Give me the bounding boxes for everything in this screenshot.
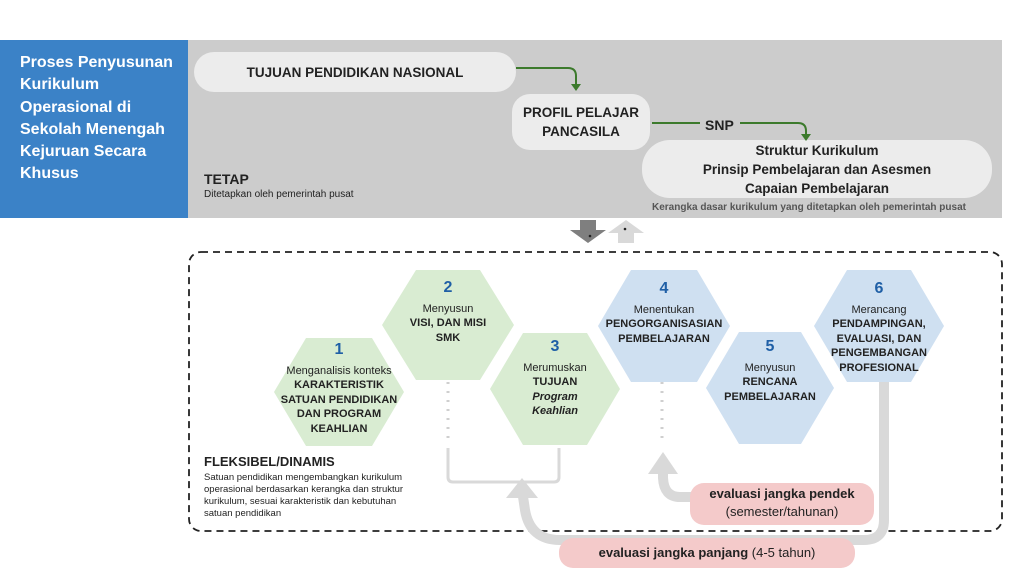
pill-profil-pelajar: PROFIL PELAJAR PANCASILA — [512, 94, 650, 150]
hexagon-step-3 — [490, 333, 620, 445]
flexible-border — [188, 251, 1003, 532]
dot-down — [588, 234, 592, 238]
step-2-line1: Menyusun — [422, 302, 474, 315]
eval-long-title: evaluasi jangka panjang — [598, 545, 749, 560]
hexagon-step-1 — [274, 338, 404, 446]
step-1-line4: DAN PROGRAM — [296, 408, 382, 420]
step-6-line5: PROFESIONAL — [839, 361, 919, 374]
hexagon-step-5 — [706, 332, 834, 444]
eval-short-sub: (semester/tahunan) — [725, 504, 839, 519]
tetap-title: TETAP — [204, 171, 249, 187]
step-3-number: 3 — [550, 338, 560, 355]
arrow-snp-head — [801, 134, 811, 141]
flexible-title: FLEKSIBEL/DINAMIS — [204, 454, 335, 469]
step-6-number: 6 — [874, 280, 884, 297]
step-6-line3: EVALUASI, DAN — [836, 332, 922, 345]
feedback-short-path — [658, 470, 700, 502]
step-1-line5: KEAHLIAN — [310, 422, 368, 435]
step-1-text: 1 Menganalisis konteks KARAKTERISTIK SAT… — [274, 341, 404, 436]
hexagon-step-4 — [598, 270, 730, 382]
eval-long-term: evaluasi jangka panjang (4-5 tahun) — [559, 538, 855, 568]
step-4-line2: PENGORGANISASIAN — [605, 318, 723, 330]
step-4-line3: PEMBELAJARAN — [618, 332, 710, 345]
flexible-desc-line4: satuan pendidikan — [204, 508, 282, 519]
step-2-line2: VISI, DAN MISI — [409, 317, 487, 329]
arrow-up-flexible — [608, 220, 644, 243]
kerangka-caption: Kerangka dasar kurikulum yang ditetapkan… — [652, 202, 966, 213]
step-3-line4: Keahlian — [532, 405, 578, 417]
snp-label: SNP — [705, 117, 734, 133]
step-4-text: 4 Menentukan PENGORGANISASIAN PEMBELAJAR… — [598, 280, 730, 346]
pill-struktur-line1: Struktur Kurikulum — [755, 142, 879, 158]
pill-struktur-line3: Capaian Pembelajaran — [744, 180, 890, 196]
flexible-desc-line1: Satuan pendidikan mengembangkan kurikulu… — [204, 472, 403, 483]
eval-long-sub: (4-5 tahun) — [751, 545, 816, 560]
feedback-short-head — [648, 452, 678, 474]
step-2-text: 2 Menyusun VISI, DAN MISI SMK — [382, 279, 514, 345]
bracket-steps-2-3 — [446, 448, 561, 484]
step-5-line1: Menyusun — [744, 361, 796, 374]
tetap-desc: Ditetapkan oleh pemerintah pusat — [204, 189, 354, 200]
arrow-snp-to-struktur — [740, 122, 807, 134]
feedback-long-head — [506, 478, 538, 498]
step-1-line2: KARAKTERISTIK — [294, 379, 384, 391]
arrow-tujuan-to-profil — [516, 67, 577, 84]
step-5-line3: PEMBELAJARAN — [724, 390, 816, 403]
arrow-down-fixed — [570, 220, 606, 243]
pill-tujuan-pendidikan: TUJUAN PENDIDIKAN NASIONAL — [194, 52, 516, 92]
hexagon-step-2 — [382, 270, 514, 380]
step-5-number: 5 — [765, 338, 775, 355]
step-4-number: 4 — [659, 280, 669, 297]
step-6-line2: PENDAMPINGAN, — [832, 318, 926, 330]
step-1-number: 1 — [334, 341, 344, 358]
sidebar-title: Proses Penyusunan Kurikulum Operasional … — [20, 54, 173, 183]
step-3-line1: Merumuskan — [523, 361, 587, 374]
step-3-text: 3 Merumuskan TUJUAN Program Keahlian — [490, 338, 620, 419]
step-6-line1: Merancang — [851, 303, 907, 316]
eval-short-term: evaluasi jangka pendek (semester/tahunan… — [690, 483, 874, 525]
pill-struktur-kurikulum: Struktur Kurikulum Prinsip Pembelajaran … — [642, 140, 992, 198]
step-2-line3: SMK — [435, 331, 461, 344]
flexible-desc-line2: operasional berdasarkan kerangka dan str… — [204, 484, 404, 495]
step-6-text: 6 Merancang PENDAMPINGAN, EVALUASI, DAN … — [814, 280, 944, 375]
flexible-desc-line3: kurikulum, sesuai karakteristik dan kebu… — [204, 496, 397, 507]
step-5-text: 5 Menyusun RENCANA PEMBELAJARAN — [706, 338, 834, 404]
dot-up — [623, 227, 627, 231]
step-1-line1: Menganalisis konteks — [286, 364, 392, 377]
pill-profil-line1: PROFIL PELAJAR — [522, 105, 639, 120]
pill-profil-line2: PANCASILA — [542, 124, 620, 139]
step-3-line2: TUJUAN — [532, 376, 578, 388]
hexagon-step-6 — [814, 270, 944, 382]
arrow-tujuan-head — [571, 84, 581, 91]
step-5-line2: RENCANA — [742, 376, 798, 388]
step-4-line1: Menentukan — [633, 303, 695, 316]
flexible-desc: Satuan pendidikan mengembangkan kurikulu… — [204, 472, 403, 520]
pill-struktur-line2: Prinsip Pembelajaran dan Asesmen — [702, 161, 932, 177]
step-3-line3: Program — [532, 390, 578, 403]
sidebar — [0, 40, 188, 218]
step-2-number: 2 — [443, 279, 453, 296]
step-1-line3: SATUAN PENDIDIKAN — [280, 393, 398, 406]
eval-short-title: evaluasi jangka pendek — [709, 486, 855, 501]
step-6-line4: PENGEMBANGAN — [831, 347, 927, 359]
